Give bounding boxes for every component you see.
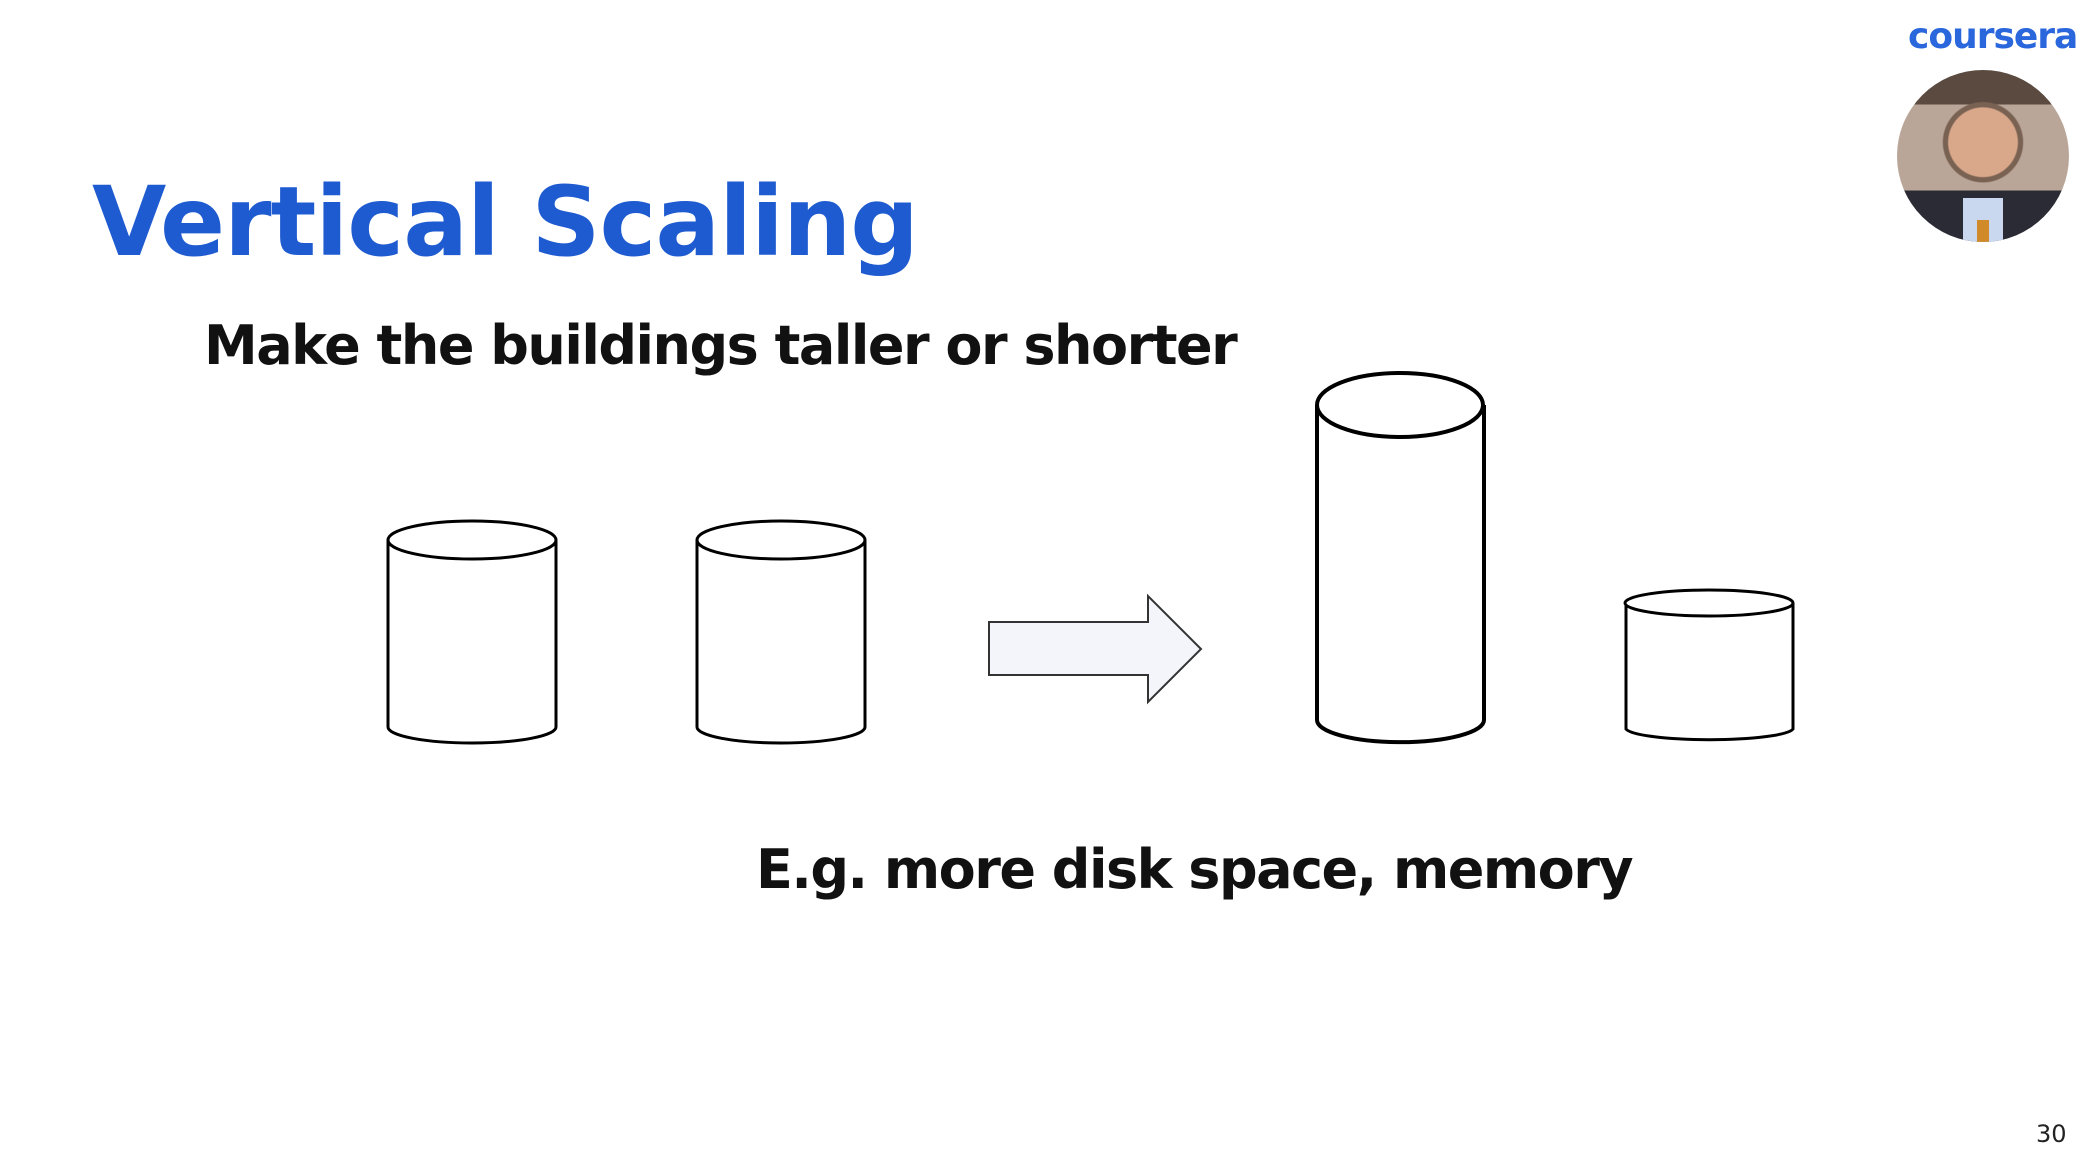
cylinder-taller	[1315, 371, 1486, 745]
coursera-logo: coursera	[1908, 16, 2078, 57]
presenter-avatar	[1897, 70, 2069, 242]
cylinder-original-1	[386, 519, 558, 745]
slide-caption: E.g. more disk space, memory	[756, 838, 1634, 901]
arrow-right-icon	[988, 593, 1203, 705]
slide-title: Vertical Scaling	[92, 166, 919, 278]
cylinder-shorter	[1623, 588, 1795, 742]
page-number: 30	[2036, 1120, 2067, 1148]
cylinder-original-2	[695, 519, 867, 745]
slide-subtitle: Make the buildings taller or shorter	[204, 314, 1238, 377]
